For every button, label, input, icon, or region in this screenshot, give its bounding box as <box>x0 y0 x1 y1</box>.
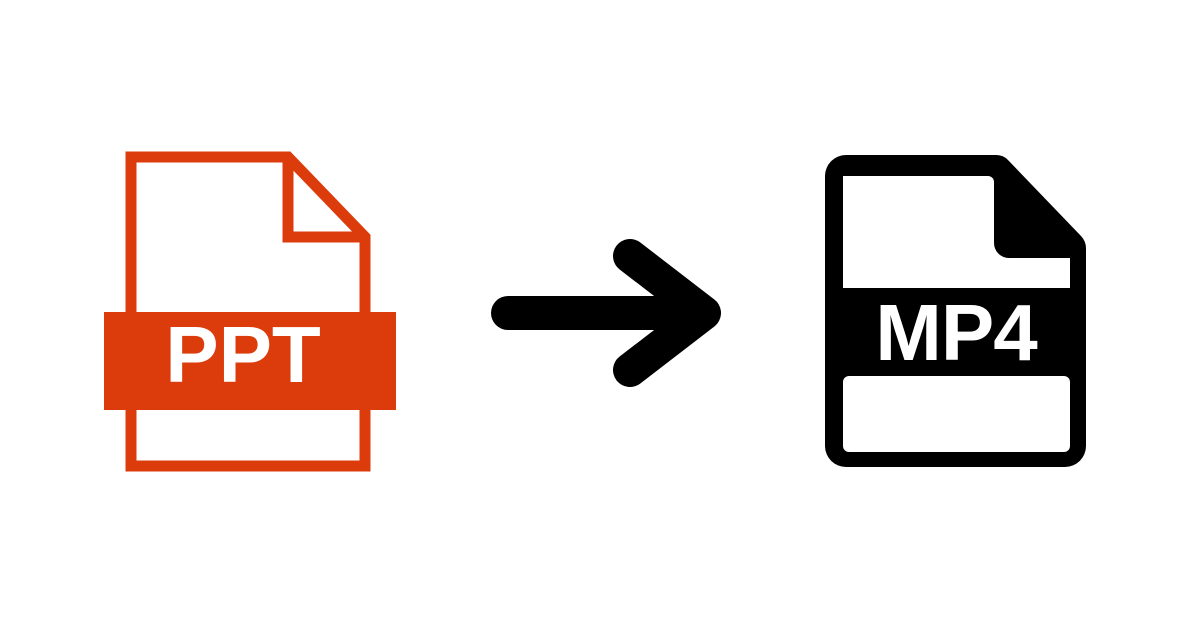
target-format-label: MP4 <box>875 288 1038 377</box>
mp4-file-icon-svg: MP4 <box>825 154 1087 468</box>
source-format-label: PPT <box>165 310 321 399</box>
conversion-arrow <box>482 232 721 396</box>
arrow-head <box>613 239 721 387</box>
format-label-band <box>104 312 396 410</box>
ppt-file-icon-svg: PPT <box>104 151 396 472</box>
document-page-area <box>843 176 1070 288</box>
target-file-icon[interactable]: MP4 <box>816 146 1096 476</box>
right-arrow-icon-svg <box>491 239 721 387</box>
source-file-icon[interactable]: PPT <box>96 148 408 478</box>
document-footer-band <box>843 376 1070 452</box>
folded-corner-icon <box>282 157 365 243</box>
